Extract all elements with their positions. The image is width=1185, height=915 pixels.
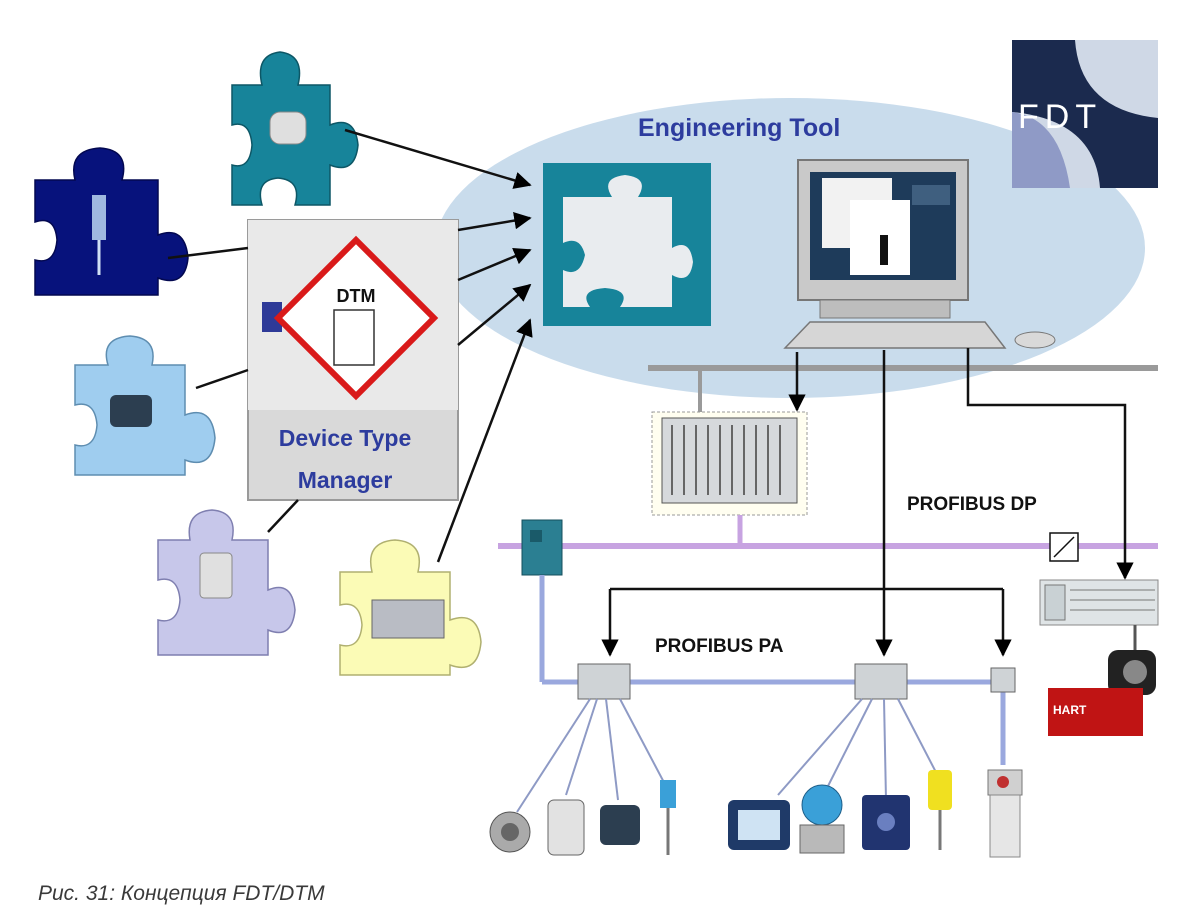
segment-coupler-icon <box>1049 532 1079 562</box>
computer-icon <box>783 159 1056 349</box>
field-device-8 <box>928 770 952 850</box>
hart-device-icon <box>1108 650 1156 695</box>
puzzle-piece-lightblue <box>74 335 216 476</box>
field-drop-lines <box>516 698 941 813</box>
puzzle-piece-lightyellow <box>339 539 482 676</box>
puzzle-piece-teal <box>231 51 359 206</box>
fdt-frame-socket <box>543 163 711 326</box>
field-device-2 <box>547 799 585 856</box>
dp-pa-coupler-icon <box>521 519 563 576</box>
field-device-6 <box>799 784 845 854</box>
junction-box-2 <box>854 663 908 700</box>
fdt-logo: FDT <box>1012 40 1158 188</box>
dtm-container: DTM Device Type Manager <box>247 219 459 501</box>
profibus-dp-label: PROFIBUS DP <box>907 494 1037 515</box>
junction-box-1 <box>577 663 631 700</box>
plc-controller-icon <box>651 411 808 516</box>
profibus-pa-label: PROFIBUS PA <box>655 636 784 657</box>
field-device-1 <box>489 811 531 853</box>
dtm-caption-line2: Manager <box>298 467 393 493</box>
puzzle-piece-lavender <box>157 509 296 656</box>
field-device-3 <box>600 805 640 845</box>
dtm-caption-line1: Device Type <box>279 425 412 451</box>
fdt-logo-text: FDT <box>1018 98 1102 136</box>
puzzle-piece-navy <box>34 147 189 296</box>
dtm-label: DTM <box>337 286 376 306</box>
junction-box-3 <box>990 667 1016 693</box>
pa-bracket-arrows <box>601 350 1012 657</box>
field-device-9 <box>987 769 1023 858</box>
hart-logo-text: HART <box>1053 703 1087 717</box>
figure-caption: Рис. 31: Концепция FDT/DTM <box>38 882 325 905</box>
profibus-dp-bus <box>498 515 1158 549</box>
remote-io-icon <box>1039 579 1159 626</box>
engineering-tool-label: Engineering Tool <box>638 114 840 142</box>
hart-logo: HART <box>1048 688 1143 736</box>
connector-lines <box>167 246 299 533</box>
field-device-4 <box>660 780 676 855</box>
field-device-5 <box>728 800 790 850</box>
field-device-7 <box>862 795 910 850</box>
arrows-to-socket <box>344 128 533 563</box>
